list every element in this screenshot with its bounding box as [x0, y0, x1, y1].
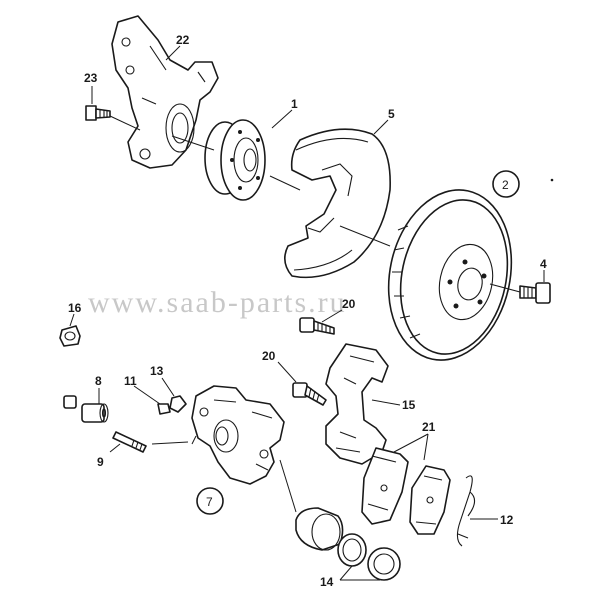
- spring-clip-12: [456, 475, 476, 547]
- wheel-bolt-4: [519, 282, 551, 304]
- splash-shield-5: [284, 128, 391, 279]
- label-20-upper: 20: [342, 297, 356, 311]
- label-20-lower: 20: [262, 349, 276, 363]
- bolt-20-upper: [299, 317, 335, 335]
- assembly-line: [151, 435, 197, 445]
- label-16: 16: [68, 301, 82, 315]
- label-13: 13: [150, 364, 164, 378]
- label-22: 22: [176, 33, 190, 47]
- axis-line: [269, 175, 301, 191]
- label-23: 23: [84, 71, 98, 85]
- label-21: 21: [422, 420, 436, 434]
- axis-line: [489, 283, 521, 293]
- wheel-hub-1: [204, 119, 266, 201]
- label-circle-7: [196, 487, 224, 515]
- label-circle-2: [492, 170, 520, 198]
- label-14: 14: [320, 575, 334, 589]
- label-2: 2: [502, 178, 509, 192]
- bleeder-screw-11: [157, 403, 171, 415]
- guide-pin-9: [112, 431, 147, 453]
- steering-knuckle-22: [111, 15, 219, 169]
- watermark-text: www.saab-parts.ru: [88, 286, 347, 319]
- bolt-20-lower: [292, 382, 327, 406]
- label-5: 5: [388, 107, 395, 121]
- stray-dot: [550, 178, 554, 182]
- caliper-carrier-15: [325, 343, 389, 465]
- label-8: 8: [95, 374, 102, 388]
- brake-caliper-7: [191, 385, 285, 485]
- seal-and-boot-14: [337, 533, 401, 581]
- bolt-23: [85, 105, 141, 131]
- label-9: 9: [97, 455, 104, 469]
- brake-disc-2: [387, 189, 513, 361]
- label-7: 7: [206, 495, 213, 509]
- label-11: 11: [124, 374, 137, 388]
- cap-16: [59, 325, 81, 347]
- brake-pads-21: [361, 447, 451, 535]
- label-15: 15: [402, 398, 416, 412]
- axis-line: [339, 225, 391, 247]
- label-1: 1: [291, 97, 298, 111]
- label-12: 12: [500, 513, 514, 527]
- bushing-8: [63, 395, 109, 423]
- assembly-line: [279, 459, 297, 513]
- label-4: 4: [540, 257, 547, 271]
- piston: [295, 507, 344, 551]
- dust-cap-13: [169, 395, 187, 413]
- axis-line: [171, 135, 215, 151]
